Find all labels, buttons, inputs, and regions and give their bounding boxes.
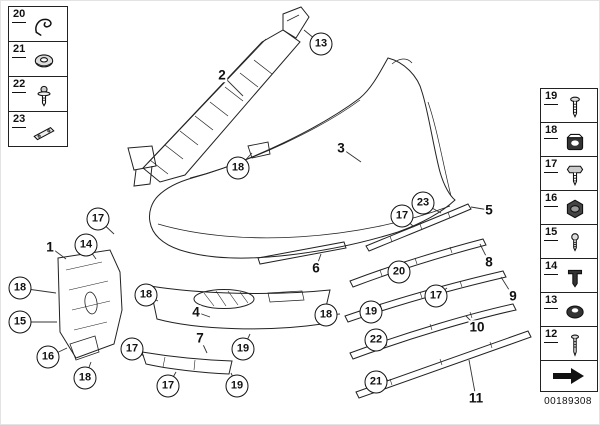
part-callout-23[interactable]: 23 bbox=[411, 191, 435, 215]
legend-table-right: 19 18 17 16 15 14 13 12 bbox=[540, 88, 598, 361]
legend-item-22[interactable]: 22 bbox=[9, 76, 67, 111]
legend-item-23[interactable]: 23 bbox=[9, 111, 67, 146]
tapping-screw-icon bbox=[562, 163, 588, 189]
speed-nut-icon bbox=[562, 129, 588, 155]
grommet-dark-icon bbox=[562, 299, 588, 325]
legend-item-12[interactable]: 12 bbox=[541, 326, 597, 360]
part-callout-18[interactable]: 18 bbox=[134, 283, 158, 307]
part-callout-8[interactable]: 8 bbox=[484, 254, 494, 270]
part-callout-19[interactable]: 19 bbox=[359, 300, 383, 324]
hex-nut-icon bbox=[562, 197, 588, 223]
bracket-icon bbox=[31, 119, 57, 145]
part-callout-6[interactable]: 6 bbox=[311, 260, 321, 276]
part-callout-18[interactable]: 18 bbox=[8, 276, 32, 300]
part-callout-7[interactable]: 7 bbox=[195, 330, 205, 346]
part-callout-17[interactable]: 17 bbox=[120, 337, 144, 361]
part-callout-10[interactable]: 10 bbox=[468, 319, 486, 335]
legend-item-number: 13 bbox=[544, 294, 559, 309]
part-callout-2[interactable]: 2 bbox=[217, 67, 227, 83]
legend-table-left: 20 21 22 23 bbox=[8, 6, 68, 147]
part-callout-19[interactable]: 19 bbox=[225, 374, 249, 398]
screw-small-icon bbox=[562, 231, 588, 257]
legend-item-19[interactable]: 19 bbox=[541, 89, 597, 122]
legend-item-number: 23 bbox=[12, 113, 27, 128]
part-callout-17[interactable]: 17 bbox=[390, 204, 414, 228]
legend-item-16[interactable]: 16 bbox=[541, 190, 597, 224]
part-callout-18[interactable]: 18 bbox=[314, 303, 338, 327]
part-callout-14[interactable]: 14 bbox=[74, 233, 98, 257]
legend-item-13[interactable]: 13 bbox=[541, 292, 597, 326]
screw-icon bbox=[562, 95, 588, 121]
part-callout-17[interactable]: 17 bbox=[86, 207, 110, 231]
hook-clamp-icon bbox=[31, 14, 57, 40]
diagram-part-number: 00189308 bbox=[544, 396, 592, 407]
legend-item-number: 15 bbox=[544, 226, 559, 241]
legend-item-number: 19 bbox=[544, 90, 559, 105]
legend-item-number: 20 bbox=[12, 8, 27, 23]
legend-item-17[interactable]: 17 bbox=[541, 156, 597, 190]
next-page-arrow-icon bbox=[549, 365, 589, 387]
legend-item-number: 22 bbox=[12, 78, 27, 93]
legend-item-number: 16 bbox=[544, 192, 559, 207]
legend-item-14[interactable]: 14 bbox=[541, 258, 597, 292]
part-callout-17[interactable]: 17 bbox=[156, 374, 180, 398]
legend-item-number: 21 bbox=[12, 43, 27, 58]
legend-item-number: 12 bbox=[544, 328, 559, 343]
legend-item-15[interactable]: 15 bbox=[541, 224, 597, 258]
part-callout-3[interactable]: 3 bbox=[336, 140, 346, 156]
part-callout-1[interactable]: 1 bbox=[45, 239, 55, 255]
part-callout-4[interactable]: 4 bbox=[191, 304, 201, 320]
part-callout-20[interactable]: 20 bbox=[387, 260, 411, 284]
part-callout-5[interactable]: 5 bbox=[484, 202, 494, 218]
screw-washer-icon bbox=[31, 84, 57, 110]
legend-item-number: 14 bbox=[544, 260, 559, 275]
part-callout-11[interactable]: 11 bbox=[467, 390, 485, 406]
legend-item-18[interactable]: 18 bbox=[541, 122, 597, 156]
part-callout-19[interactable]: 19 bbox=[231, 337, 255, 361]
expanding-rivet-icon bbox=[562, 265, 588, 291]
next-diagram-arrow-button[interactable] bbox=[540, 360, 598, 392]
part-callout-13[interactable]: 13 bbox=[309, 32, 333, 56]
part-callout-21[interactable]: 21 bbox=[364, 370, 388, 394]
part-callout-18[interactable]: 18 bbox=[226, 156, 250, 180]
part-callout-9[interactable]: 9 bbox=[508, 288, 518, 304]
part-callout-18[interactable]: 18 bbox=[73, 366, 97, 390]
part-callout-22[interactable]: 22 bbox=[364, 328, 388, 352]
grommet-icon bbox=[31, 49, 57, 75]
part-callout-15[interactable]: 15 bbox=[8, 310, 32, 334]
part-callout-17[interactable]: 17 bbox=[424, 284, 448, 308]
legend-item-20[interactable]: 20 bbox=[9, 7, 67, 41]
legend-item-number: 17 bbox=[544, 158, 559, 173]
part-callout-16[interactable]: 16 bbox=[36, 345, 60, 369]
legend-item-21[interactable]: 21 bbox=[9, 41, 67, 76]
legend-item-number: 18 bbox=[544, 124, 559, 139]
pin-icon bbox=[562, 333, 588, 359]
